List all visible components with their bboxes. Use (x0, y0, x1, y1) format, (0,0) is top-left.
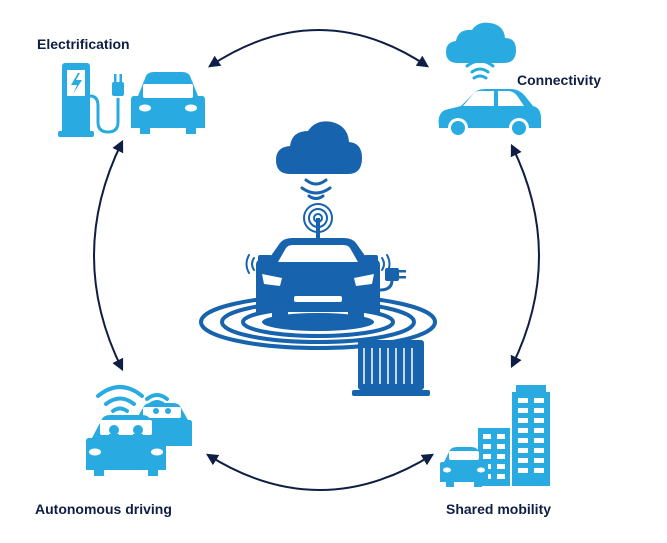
cycle-arrows (93, 29, 540, 491)
arrow-right (510, 143, 540, 369)
central-vehicle-icon (199, 121, 437, 396)
shared-mobility-icon (440, 385, 550, 487)
arrow-bottom (205, 453, 435, 491)
label-connectivity: Connectivity (517, 72, 602, 88)
autonomous-driving-icon (86, 385, 192, 476)
label-shared-mobility: Shared mobility (446, 501, 552, 517)
arrow-left (93, 139, 124, 372)
electrification-icon (58, 63, 205, 137)
connectivity-icon (438, 22, 541, 138)
label-electrification: Electrification (37, 36, 130, 52)
label-autonomous-driving: Autonomous driving (35, 501, 172, 517)
arrow-top (207, 29, 429, 68)
